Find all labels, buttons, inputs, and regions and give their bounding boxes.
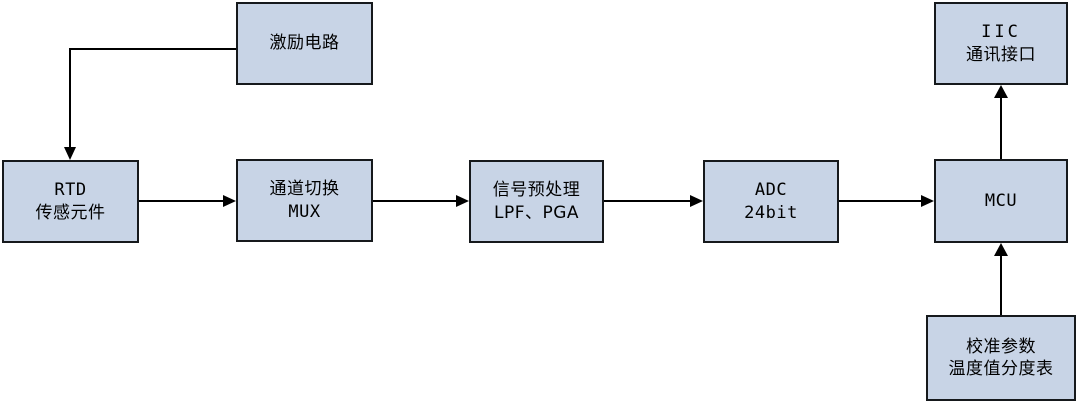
node-channel-mux[interactable]: 通道切换 MUX xyxy=(236,159,373,242)
node-calibration-parameters[interactable]: 校准参数 温度值分度表 xyxy=(926,315,1076,401)
connector-preprocessing-to-adc xyxy=(604,195,703,207)
node-calibration-parameters-line-2: 温度值分度表 xyxy=(948,359,1054,379)
node-excitation-circuit-line-1: 激励电路 xyxy=(269,33,340,54)
node-signal-preprocessing[interactable]: 信号预处理 LPF、PGA xyxy=(469,160,604,243)
connector-excitation-to-rtd xyxy=(64,48,236,160)
node-adc-line-2: 24bit xyxy=(744,202,798,223)
node-rtd-sensor[interactable]: RTD 传感元件 xyxy=(2,160,139,243)
node-calibration-parameters-line-1: 校准参数 xyxy=(966,336,1036,357)
node-rtd-sensor-line-2: 传感元件 xyxy=(35,202,106,223)
node-signal-preprocessing-line-2: LPF、PGA xyxy=(493,202,580,223)
node-mcu-line-1: MCU xyxy=(984,190,1018,211)
node-adc[interactable]: ADC 24bit xyxy=(703,160,839,243)
node-rtd-sensor-line-1: RTD xyxy=(54,180,87,201)
node-adc-line-1: ADC xyxy=(754,180,788,201)
node-iic-interface-line-1: IIC xyxy=(981,22,1021,43)
connector-mux-to-preprocessing xyxy=(373,195,469,207)
node-channel-mux-line-1: 通道切换 xyxy=(269,179,340,200)
node-excitation-circuit[interactable]: 激励电路 xyxy=(236,2,373,85)
node-signal-preprocessing-line-1: 信号预处理 xyxy=(492,180,581,201)
connector-mcu-to-iic xyxy=(994,85,1008,159)
node-mcu[interactable]: MCU xyxy=(934,159,1068,243)
connector-adc-to-mcu xyxy=(839,195,934,207)
connector-rtd-to-mux xyxy=(139,195,236,207)
node-channel-mux-line-2: MUX xyxy=(288,201,321,222)
node-iic-interface-line-2: 通讯接口 xyxy=(966,44,1036,65)
connector-calibration-to-mcu xyxy=(994,243,1008,315)
node-iic-interface[interactable]: IIC 通讯接口 xyxy=(934,2,1068,85)
